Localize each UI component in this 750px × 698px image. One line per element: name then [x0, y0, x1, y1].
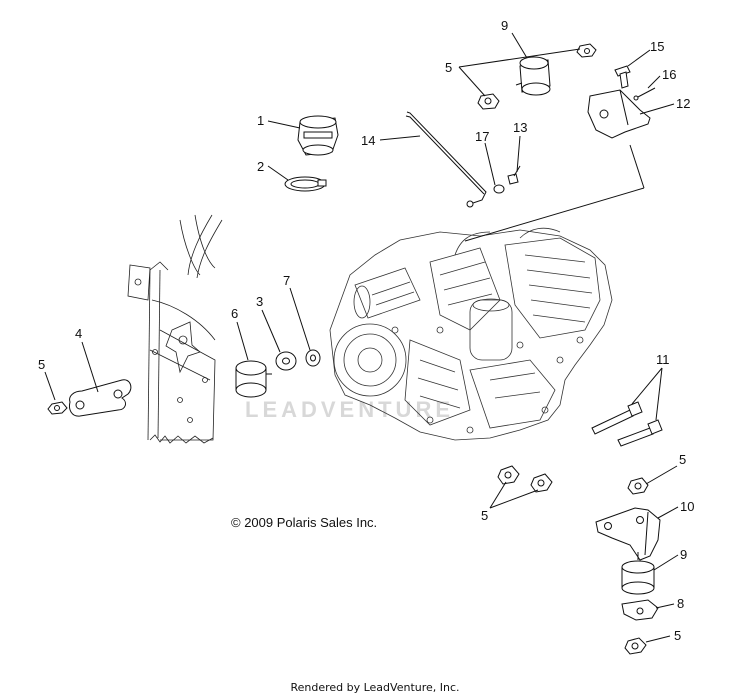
- part-5-nut-upper-left: [477, 93, 500, 110]
- callout-9-upper: 9: [501, 18, 508, 33]
- callout-3: 3: [256, 294, 263, 309]
- callout-15: 15: [650, 39, 664, 54]
- frame-illustration: [127, 214, 223, 444]
- part-9-upper-rubber-mount: [515, 56, 551, 96]
- part-11-bolts: [591, 401, 663, 447]
- callout-8: 8: [677, 596, 684, 611]
- callout-5-bottom: 5: [674, 628, 681, 643]
- part-1-intake-boot: [297, 115, 339, 156]
- part-2-clamp: [284, 176, 327, 192]
- callout-10: 10: [680, 499, 694, 514]
- part-9-lower-rubber-mount: [621, 552, 655, 595]
- callout-5-lower: 5: [481, 508, 488, 523]
- callout-7: 7: [283, 273, 290, 288]
- part-6-rubber-mount: [235, 360, 272, 398]
- callout-17: 17: [475, 129, 489, 144]
- part-7-washer: [305, 349, 321, 367]
- callout-9-lower: 9: [680, 547, 687, 562]
- callout-5-right: 5: [679, 452, 686, 467]
- part-12-upper-bracket: [587, 89, 651, 139]
- part-3-washer: [275, 351, 297, 371]
- callout-6: 6: [231, 306, 238, 321]
- part-17-washer: [493, 184, 505, 194]
- callout-12: 12: [676, 96, 690, 111]
- part-5-nut-right: [627, 477, 649, 495]
- callout-13: 13: [513, 120, 527, 135]
- callout-labels: 1 2 3 4 5 6 7 14 17 13 9 5 15 16 12 11 5…: [38, 18, 694, 643]
- part-5-nut-bottom: [624, 637, 647, 655]
- part-16-pin: [633, 87, 656, 101]
- callout-1: 1: [257, 113, 264, 128]
- part-14-rod: [405, 111, 487, 208]
- callout-14: 14: [361, 133, 375, 148]
- part-4-mount-arm: [69, 379, 132, 417]
- part-5-nut-left: [47, 401, 68, 415]
- leader-lines: [44, 32, 679, 643]
- part-5-nut-upper: [576, 43, 597, 58]
- engine-illustration: [329, 227, 613, 441]
- part-15-bolt: [614, 65, 631, 89]
- part-13-bolt: [507, 165, 521, 185]
- callout-16: 16: [662, 67, 676, 82]
- callout-2: 2: [257, 159, 264, 174]
- watermark-text: LEADVENTURE: [245, 397, 454, 422]
- part-10-lower-bracket: [595, 507, 661, 561]
- footer-credit: Rendered by LeadVenture, Inc.: [290, 681, 460, 694]
- callout-11: 11: [656, 352, 670, 367]
- copyright-notice: © 2009 Polaris Sales Inc.: [231, 515, 378, 530]
- callout-5-left: 5: [38, 357, 45, 372]
- part-5-nuts-lower: [497, 465, 553, 493]
- callout-4: 4: [75, 326, 82, 341]
- part-8-small-bracket: [621, 599, 659, 621]
- callout-5-upper: 5: [445, 60, 452, 75]
